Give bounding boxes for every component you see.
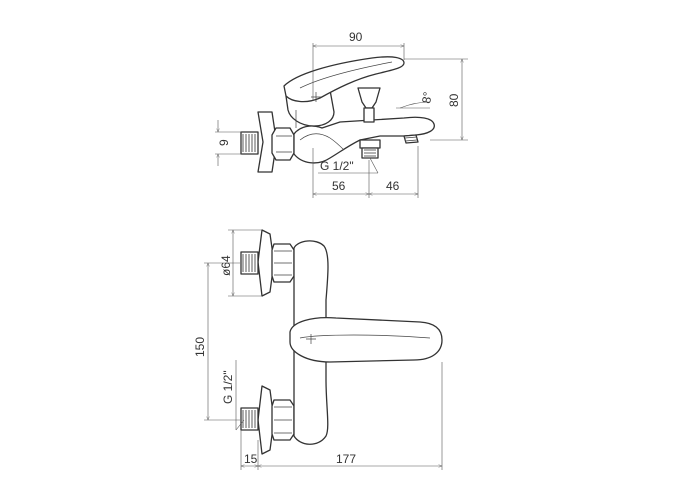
dim-15-label: 15	[244, 452, 258, 466]
side-spout-tip	[403, 134, 419, 144]
dim-8deg-label: 8°	[419, 91, 435, 105]
dim-g12-top-label: G 1/2"	[320, 159, 354, 173]
front-thread-lower	[240, 407, 259, 431]
dim-150-label: 150	[193, 337, 207, 357]
side-diverter-knob	[357, 87, 381, 109]
side-view-dimensions: 90 80 8° 9 G 1/2" 56 46	[215, 30, 468, 198]
side-wall-flange	[257, 111, 276, 173]
side-mixer-body	[293, 116, 435, 164]
side-lever-handle	[283, 56, 405, 103]
dim-9-label: 9	[217, 139, 231, 146]
front-thread-upper	[240, 251, 259, 275]
side-thread-hatch	[242, 134, 256, 152]
dim-90-label: 90	[349, 30, 363, 44]
front-view-dimensions: ø64 150 G 1/2" 15 177	[193, 229, 443, 470]
dim-177-label: 177	[336, 452, 356, 466]
front-view	[240, 229, 443, 455]
side-shower-outlet	[359, 139, 381, 149]
dim-46-label: 46	[386, 179, 400, 193]
dim-g12-side-label: G 1/2"	[221, 370, 235, 404]
dim-d64-label: ø64	[219, 255, 233, 276]
dim-56-label: 56	[332, 179, 346, 193]
side-nut	[271, 127, 295, 161]
dim-80-label: 80	[447, 93, 461, 107]
front-lever-spout	[289, 316, 443, 363]
side-diverter-stem	[363, 107, 375, 123]
side-view	[240, 56, 435, 173]
side-thread-connector	[240, 131, 259, 155]
